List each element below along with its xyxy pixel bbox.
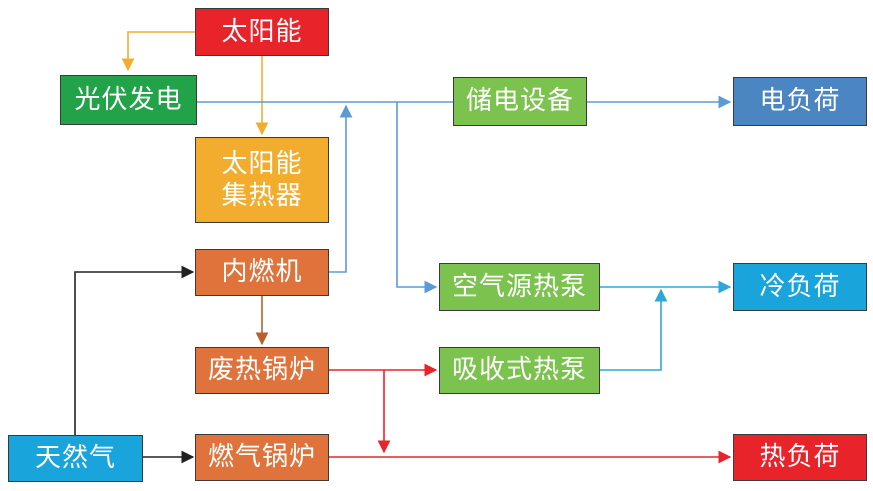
node-cool-load: 冷负荷 (733, 263, 867, 311)
edge-gas-to-ice (74, 265, 195, 435)
node-gas-boiler: 燃气锅炉 (195, 434, 329, 481)
node-solar-collector: 太阳能 集热器 (195, 137, 329, 223)
edge-solar-to-pv (121, 31, 195, 72)
node-natural-gas: 天然气 (8, 435, 143, 482)
edge-ice-to-bus (329, 104, 353, 273)
node-solar: 太阳能 (195, 8, 329, 56)
node-storage: 储电设备 (453, 77, 587, 126)
node-waste-boiler: 废热锅炉 (195, 347, 329, 394)
edge-bus-to-ashp (396, 102, 438, 294)
node-ice: 内燃机 (195, 249, 329, 296)
edge-abs-to-cool-bus (600, 288, 668, 371)
node-elec-load: 电负荷 (733, 77, 867, 126)
node-pv: 光伏发电 (60, 75, 197, 125)
node-ashp: 空气源热泵 (439, 263, 600, 311)
node-heat-load: 热负荷 (733, 434, 867, 481)
node-abs-hp: 吸收式热泵 (439, 347, 600, 394)
